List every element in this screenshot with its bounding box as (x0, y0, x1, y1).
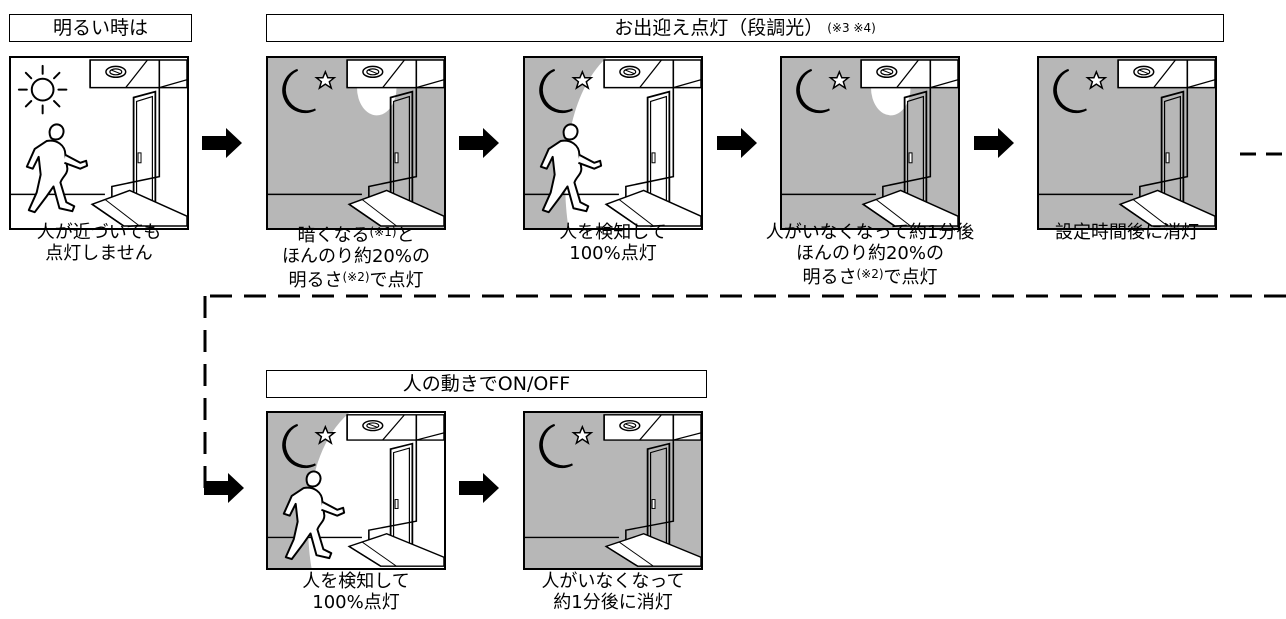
moon-icon (282, 68, 336, 114)
arrow-right-icon (204, 473, 244, 503)
welcome-caption-3: 人がいなくなって約1分後 ほんのり約20%の 明るさ(※2)で点灯 (745, 222, 995, 288)
panel-dusk-dim (266, 56, 446, 230)
note-mark: (※2) (342, 270, 370, 284)
caption-text: 人を検知して (302, 571, 410, 592)
welcome-header-text: お出迎え点灯（段調光） (614, 17, 824, 39)
note-mark: (※2) (856, 267, 884, 281)
caption-text: 人を検知して (559, 222, 667, 243)
welcome-header: お出迎え点灯（段調光）(※3 ※4) (266, 14, 1224, 42)
caption-text: 100%点灯 (312, 592, 400, 613)
bright-caption-line1: 人が近づいても (36, 222, 162, 243)
arrow-right-icon (459, 128, 499, 158)
caption-text: 設定時間後に消灯 (1055, 222, 1199, 243)
note-mark: (※1) (369, 225, 397, 239)
welcome-caption-4: 設定時間後に消灯 (1017, 222, 1237, 243)
onoff-caption-1: 人を検知して 100%点灯 (246, 571, 466, 613)
panel-bright-room (9, 56, 189, 230)
caption-text: 人がいなくなって (541, 571, 685, 592)
room-interior (1039, 59, 1215, 227)
welcome-caption-2: 人を検知して 100%点灯 (503, 222, 723, 264)
caption-text: 約1分後に消灯 (553, 592, 673, 613)
bright-header-text: 明るい時は (52, 17, 148, 39)
room-interior (525, 413, 701, 568)
arrow-right-icon (459, 473, 499, 503)
welcome-header-note: (※3 ※4) (827, 21, 876, 35)
caption-text: 明るさ (802, 267, 857, 288)
onoff-header: 人の動きでON/OFF (266, 370, 707, 398)
welcome-caption-1: 暗くなる(※1)と ほんのり約20%の 明るさ(※2)で点灯 (246, 222, 466, 291)
caption-text: と (396, 225, 415, 246)
caption-text: で点灯 (369, 270, 424, 291)
bright-caption-line2: 点灯しません (45, 243, 153, 264)
arrow-right-icon (974, 128, 1014, 158)
arrow-right-icon (202, 128, 242, 158)
caption-text: 100%点灯 (569, 243, 657, 264)
caption-text: 人がいなくなって約1分後 (765, 222, 975, 243)
bright-header: 明るい時は (9, 14, 192, 42)
light-glow (565, 58, 701, 228)
room-interior (268, 59, 444, 227)
panel-detect-full (523, 56, 703, 230)
moon-icon (539, 423, 593, 469)
moon-icon (796, 68, 850, 114)
caption-text: 暗くなる (297, 225, 370, 246)
bright-caption: 人が近づいても 点灯しません (9, 222, 189, 264)
light-glow (308, 413, 444, 568)
room-interior (782, 59, 958, 227)
arrow-right-icon (717, 128, 757, 158)
sun-icon (17, 64, 68, 115)
panel-onoff-detect (266, 411, 446, 570)
panel-return-dim (780, 56, 960, 230)
caption-text: で点灯 (883, 267, 938, 288)
walking-person-icon (25, 123, 89, 214)
onoff-caption-2: 人がいなくなって 約1分後に消灯 (503, 571, 723, 613)
moon-icon (1053, 68, 1107, 114)
caption-text: ほんのり約20%の (281, 246, 430, 267)
caption-text: 明るさ (288, 270, 343, 291)
panel-onoff-off (523, 411, 703, 570)
panel-off (1037, 56, 1217, 230)
onoff-header-text: 人の動きでON/OFF (402, 373, 571, 395)
caption-text: ほんのり約20%の (795, 243, 944, 264)
